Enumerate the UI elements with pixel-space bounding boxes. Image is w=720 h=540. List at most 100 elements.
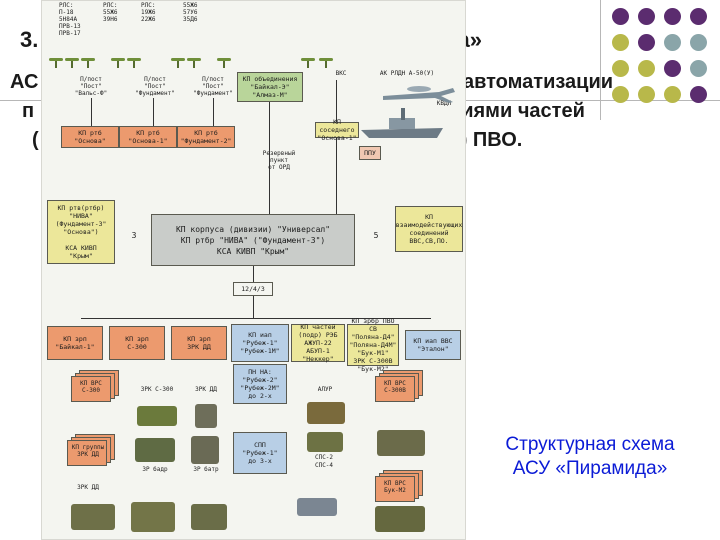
- ship-icon: [361, 108, 443, 138]
- kp-vrs-stack-2: [375, 370, 425, 402]
- decorative-dot: [612, 60, 629, 77]
- decorative-dot: [638, 34, 655, 51]
- vehicle-icon: [377, 430, 425, 456]
- structure-scheme-image: РЛС: П-18 5Н84А ПРВ-13 ПРВ-17 РЛС: 55Ж6 …: [41, 0, 466, 540]
- vks-label: ВКС: [335, 70, 347, 77]
- decorative-dot: [612, 86, 629, 103]
- zrk-dd-label-2: ЗРК ДД: [77, 484, 99, 491]
- subtitle-line2-start: п: [22, 100, 35, 122]
- decorative-dot: [664, 8, 681, 25]
- rtb-box-1: КП ртб "Основа": [61, 126, 119, 148]
- caption-line1: Структурная схема: [505, 434, 675, 455]
- aircraft-icon: [297, 498, 337, 516]
- slide-title: 3. ида»: [20, 27, 482, 53]
- decorative-dot: [664, 86, 681, 103]
- decorative-dot: [638, 60, 655, 77]
- radar-antenna-icon: [319, 58, 333, 68]
- radar-antenna-icon: [81, 58, 95, 68]
- decorative-dot: [638, 86, 655, 103]
- center-main-line3: КСА КИВП "Крым": [216, 246, 290, 256]
- vehicle-icon: [307, 402, 345, 424]
- radar-list-4: 55Ж6 57У6 35Д6: [183, 2, 198, 23]
- radar-antenna-icon: [217, 58, 231, 68]
- rtb-box-2: КП ртб "Основа-1": [119, 126, 177, 148]
- kp-vrs-stack-3: [375, 470, 425, 502]
- vehicle-icon: [375, 506, 425, 532]
- subtitle-line3-start: (: [32, 129, 39, 151]
- decorative-dot: [690, 34, 707, 51]
- post-label-b: П/пост "Пост" "Фундамент": [135, 76, 175, 97]
- bottom-box-4: КП иап "Рубеж-1" "Рубеж-1М": [231, 324, 289, 362]
- rtb-box-3: КП ртб "Фундамент-2": [177, 126, 235, 148]
- pn-na-box: ПН НА: "Рубеж-2" "Рубеж-2М" до 2-х: [233, 364, 287, 404]
- center-main-line1: КП корпуса (дивизии) "Универсал": [175, 224, 331, 234]
- kp-vrs-label-1: КП ВРС С-300: [80, 380, 102, 394]
- radar-list-2: РЛС: 55Ж6 39Н6: [103, 2, 118, 23]
- radar-list-3: РЛС: 19Ж6 22Ж6: [141, 2, 156, 23]
- center-main-line2: КП ртбр "НИВА" ("Фундамент-3"): [180, 235, 326, 245]
- side-number-left: 3: [131, 231, 137, 240]
- bottom-box-2: КП зрп С-300: [109, 326, 165, 360]
- launcher-icon: [191, 436, 219, 464]
- caption-line2: АСУ «Пирамида»: [512, 458, 668, 479]
- bottom-box-5: КП частей (подр) РЭБ АЖУП-22 АБУП-1 "Нек…: [291, 323, 345, 363]
- connector-line: [213, 98, 214, 126]
- launcher-icon: [195, 404, 217, 428]
- bottom-box-6: КП зрбр ПВО СВ "Поляна-Д4" "Поляна-Д4М" …: [347, 317, 399, 373]
- hub-label-box: 12/4/3: [233, 282, 273, 296]
- post-label-c: П/пост "Пост" "Фундамент": [193, 76, 233, 97]
- radar-antenna-icon: [171, 58, 185, 68]
- kp-vrs-label-3: КП ВРС Бук-М2: [384, 480, 406, 494]
- kvdp-label: КВДП: [436, 100, 452, 107]
- alur-label: АЛУР: [317, 386, 333, 393]
- radar-antenna-icon: [127, 58, 141, 68]
- zr-batr-label: ЗР батр: [193, 466, 219, 473]
- kp-group-stack: [67, 434, 117, 466]
- radar-antenna-icon: [111, 58, 125, 68]
- radar-list-1: РЛС: П-18 5Н84А ПРВ-13 ПРВ-17: [59, 2, 81, 37]
- subtitle-line3-end: д) ПВО.: [448, 129, 523, 151]
- decorative-dot: [690, 86, 707, 103]
- kp-vrs-label-2: КП ВРС С-300В: [384, 380, 406, 394]
- decorative-dot: [690, 8, 707, 25]
- scheme-caption: Структурная схема АСУ «Пирамида»: [478, 433, 702, 481]
- zrk-dd-label: ЗРК ДД: [195, 386, 217, 393]
- spp-box: СПП "Рубеж-1" до 3-х: [233, 432, 287, 474]
- vehicle-icon: [307, 432, 343, 452]
- bus-line: [81, 318, 431, 319]
- kp-union-box: КП объединения "Байкал-Э" "Алмаз-М": [237, 72, 303, 102]
- decorative-dot: [690, 60, 707, 77]
- radar-antenna-icon: [49, 58, 63, 68]
- subtitle-line1-end: автоматизации: [463, 71, 614, 93]
- sps4-label: СПС-4: [314, 462, 334, 469]
- decorative-dot: [612, 34, 629, 51]
- vehicle-icon: [137, 406, 177, 426]
- decorative-dot: [664, 34, 681, 51]
- bottom-box-7: КП иап ВВС "Эталон": [405, 330, 461, 360]
- ak-rlda-label: АК РЛДН А-50(У): [379, 70, 435, 77]
- side-small-box: КП соседнего "Основа-1": [315, 118, 359, 142]
- vehicle-icon: [71, 504, 115, 530]
- post-label-a: П/пост "Пост" "Вальс-Ф": [74, 76, 108, 97]
- vehicle-icon: [191, 504, 227, 530]
- bottom-box-1: КП зрп "Байкал-1": [47, 326, 103, 360]
- decorative-dot: [638, 8, 655, 25]
- sps2-label: СПС-2: [314, 454, 334, 461]
- center-main-box: КП корпуса (дивизии) "Универсал" КП ртбр…: [151, 214, 355, 266]
- decorative-dot-grid: [612, 8, 716, 112]
- decorative-vertical-line: [600, 0, 601, 120]
- bottom-box-3: КП зрп ЗРК ДД: [171, 326, 227, 360]
- slide-title-start: 3.: [20, 27, 39, 52]
- connector-line: [153, 98, 154, 126]
- subtitle-line2-end: ствиями частей: [428, 100, 585, 122]
- reserve-label: Резервный пункт от ОРД: [262, 150, 296, 171]
- vehicle-icon: [131, 502, 175, 532]
- ppu-box: ППУ: [359, 146, 381, 160]
- left-rtb-box: КП ртв(ртбр) "НИВА" (Фундамент-3" "Основ…: [47, 200, 115, 264]
- decorative-dot: [612, 8, 629, 25]
- zrk-s300-label: ЗРК С-300: [140, 386, 174, 393]
- vehicle-icon: [135, 438, 175, 462]
- side-number-right: 5: [373, 231, 379, 240]
- subtitle-line1-start: АС: [10, 71, 39, 93]
- radar-antenna-icon: [65, 58, 79, 68]
